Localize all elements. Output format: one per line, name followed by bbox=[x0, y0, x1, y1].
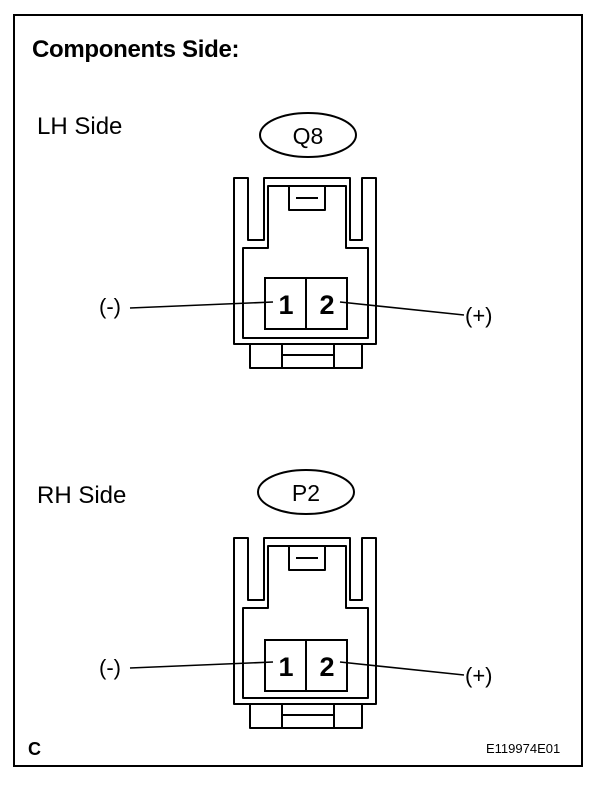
lh-pin-2: 2 bbox=[319, 290, 334, 320]
lh-connector-code-oval bbox=[259, 112, 357, 158]
rh-pin-1: 1 bbox=[278, 652, 293, 682]
lh-pin-block: 1 2 bbox=[264, 277, 348, 330]
corner-letter: C bbox=[28, 739, 41, 759]
rh-positive-terminal-label: (+) bbox=[465, 663, 493, 688]
rh-side-label: RH Side bbox=[37, 482, 127, 509]
lh-side-label: LH Side bbox=[37, 113, 123, 140]
figure-id: E119974E01 bbox=[486, 741, 561, 756]
rh-connector: P2 1 2 bbox=[129, 469, 465, 729]
diagram-title: Components Side: bbox=[32, 36, 240, 63]
lh-connector-code: Q8 bbox=[293, 123, 324, 149]
lh-positive-terminal-label: (+) bbox=[465, 303, 493, 328]
lh-pin-1-cell bbox=[264, 277, 307, 330]
rh-negative-lead bbox=[129, 661, 274, 669]
lh-negative-terminal-label: (-) bbox=[99, 294, 121, 319]
lh-negative-lead bbox=[129, 301, 274, 309]
lh-positive-lead bbox=[339, 301, 465, 316]
rh-connector-housing bbox=[233, 537, 377, 729]
rh-pin-2: 2 bbox=[319, 652, 334, 682]
lh-pin-1: 1 bbox=[278, 290, 293, 320]
rh-pin-block: 1 2 bbox=[264, 639, 348, 692]
lh-connector: Q8 1 2 bbox=[129, 112, 465, 369]
rh-positive-lead bbox=[339, 661, 465, 676]
lh-connector-housing bbox=[233, 177, 377, 369]
rh-connector-code: P2 bbox=[292, 480, 320, 506]
rh-pin-2-cell bbox=[305, 639, 348, 692]
rh-connector-code-oval bbox=[257, 469, 355, 515]
rh-negative-terminal-label: (-) bbox=[99, 655, 121, 680]
